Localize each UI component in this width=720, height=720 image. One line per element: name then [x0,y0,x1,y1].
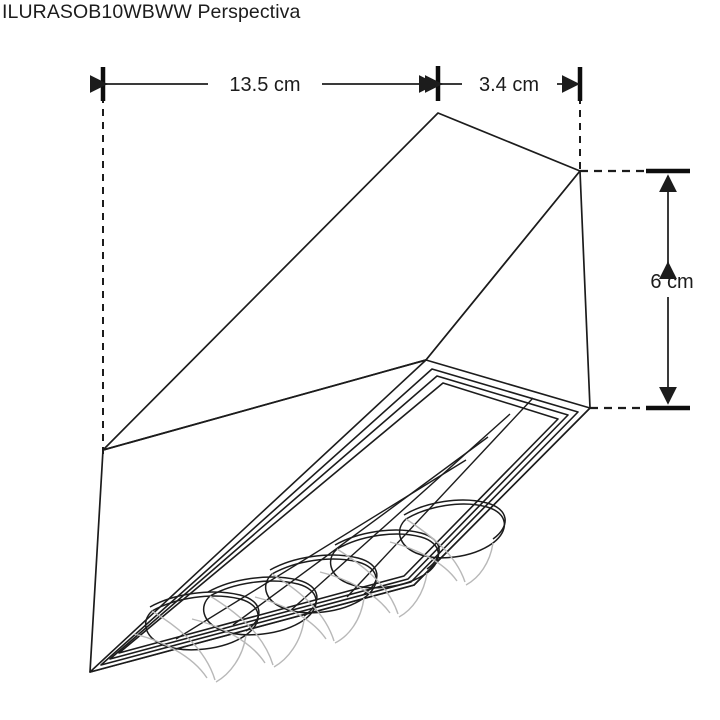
funnel-edge-a [271,573,335,642]
lens-highlight [149,591,260,632]
dimension-label-length: 13.5 cm [229,74,300,96]
funnel-edge-a [336,548,399,615]
reflector-funnel [254,573,365,644]
funnel-edge-b [334,597,365,644]
cell-divider-1 [175,459,467,640]
reflector-funnel [319,548,428,618]
dimension-horizontal-group: 13.5 cm 3.4 cm [89,66,583,101]
funnel-edge-c [254,596,327,640]
funnel-edge-a [151,610,216,681]
dimension-label-depth: 3.4 cm [479,74,539,96]
optic-tray [89,359,591,673]
reflector-funnel [133,610,247,683]
funnel-edge-b [465,542,494,586]
reflector-funnel [389,518,494,586]
cell-divider-3 [289,413,511,612]
funnel-edge-b [215,634,247,683]
funnel-edge-c [191,618,266,664]
cell-divider-4 [346,397,534,598]
funnel-edge-c [389,541,458,582]
dimension-vertical-group: 6 cm [646,168,694,411]
tray-inner-step-2 [109,375,569,660]
reflector-funnel [191,595,305,668]
funnel-edge-b [273,619,305,668]
dimension-label-height: 6 cm [650,271,693,293]
lens-highlight [403,499,506,540]
page-title: ILURASOB10WBWW Perspectiva [2,1,301,23]
lens-highlight [334,529,440,570]
led-cell [254,554,378,644]
led-cell [319,529,440,618]
funnel-edge-c [133,633,208,679]
led-cell [191,576,318,668]
funnel-edge-a [405,518,466,583]
funnel-edge-c [319,571,391,614]
lens-highlight [207,576,318,617]
funnel-edge-b [398,572,428,618]
tray-inner-step-1 [100,368,579,666]
led-cell-dividers [175,397,534,640]
led-cell [389,499,506,586]
funnel-edge-a [209,595,274,666]
lens-highlight [269,554,378,595]
tray-cavity-opening [118,382,559,654]
cell-divider-2 [232,436,489,626]
